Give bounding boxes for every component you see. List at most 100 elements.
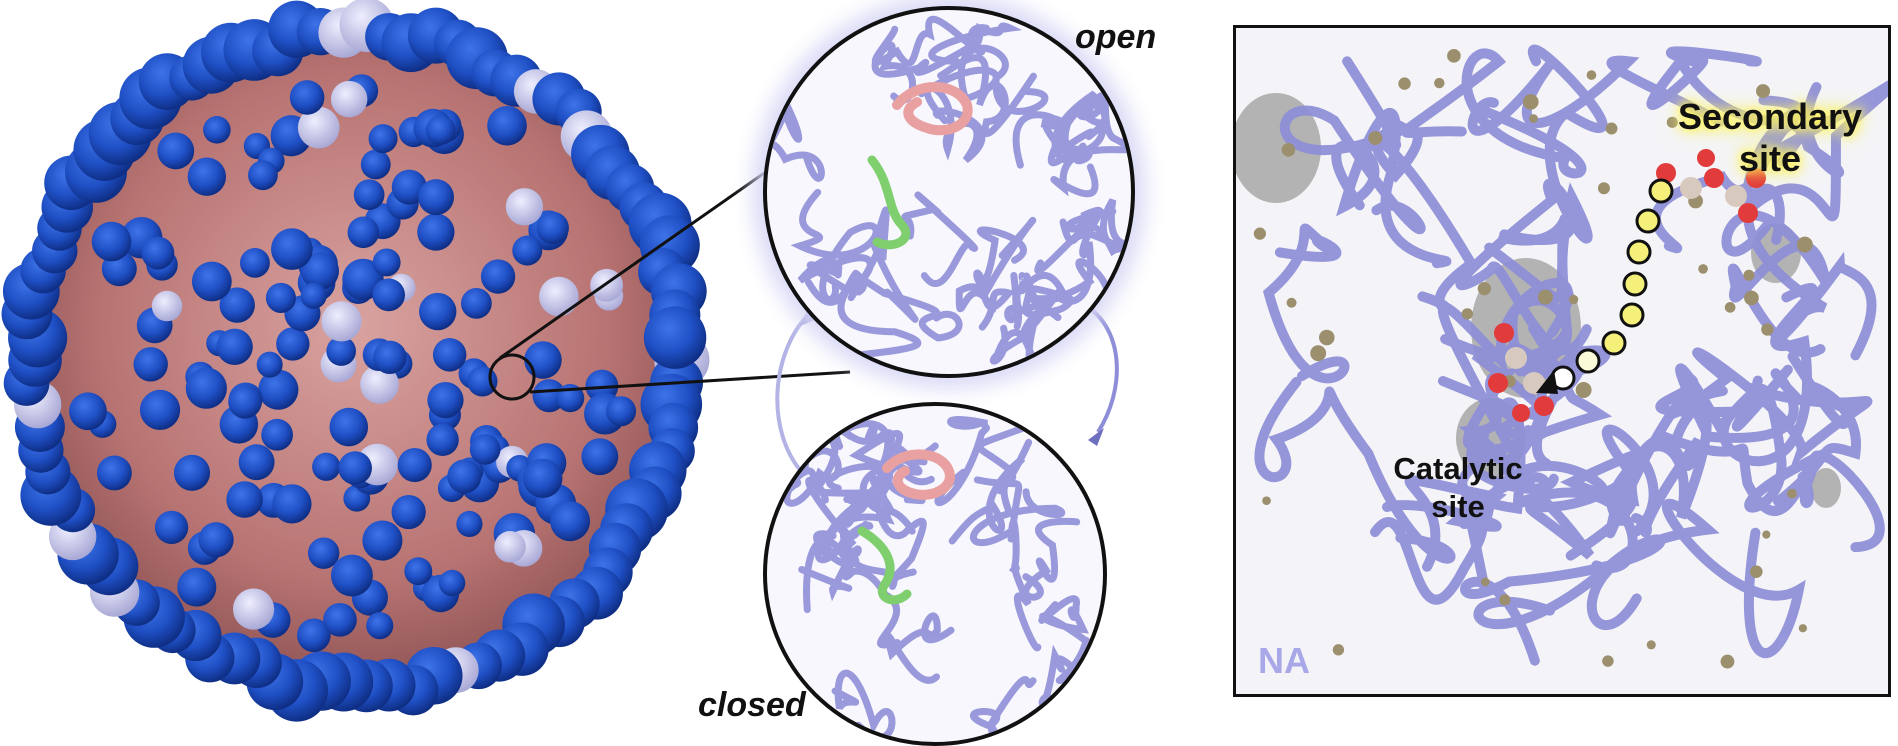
solvent-sphere [1281, 143, 1296, 157]
pathway-arrowhead [1536, 370, 1558, 394]
catalytic-site-label-line1: Catalytic [1393, 451, 1523, 486]
solvent-sphere [1586, 70, 1597, 80]
protein-ribbon-segment [1742, 80, 1888, 222]
protein-ribbon-segment [1675, 363, 1804, 443]
protein-ribbon-segment [948, 438, 1033, 545]
open-pink-loop [892, 82, 973, 136]
open-state-circle [763, 6, 1135, 378]
solvent-sphere [1756, 84, 1771, 99]
solvent-sphere [1529, 114, 1538, 123]
protein-ribbon-segment [1013, 271, 1071, 330]
na-label: NA [1258, 640, 1310, 681]
protein-ribbon-segment [955, 283, 1016, 331]
solvent-sphere [1447, 48, 1461, 63]
solvent-sphere [1568, 294, 1579, 305]
protein-ribbon-segment [1034, 206, 1117, 275]
protein-ribbon-segment [1022, 517, 1081, 601]
solvent-sphere [1720, 654, 1735, 669]
protein-ribbon-segment [831, 669, 896, 741]
protein-ribbon-segment [1038, 595, 1090, 645]
solvent-sphere [1666, 116, 1678, 128]
protein-ribbon-segment [1586, 498, 1806, 659]
solvent-sphere [1461, 308, 1474, 320]
open-label: open [1075, 18, 1157, 56]
protein-ribbon-segment [780, 467, 887, 503]
solvent-sphere [1796, 236, 1813, 253]
virion-image [1, 0, 710, 722]
protein-ribbon-segment [1019, 208, 1105, 338]
protein-ribbon-segment [928, 22, 1023, 65]
solvent-sphere [1646, 640, 1656, 650]
protein-ribbon-segment [1605, 393, 1704, 539]
protein-ribbon-segment [790, 188, 880, 303]
solvent-sphere [1286, 297, 1297, 308]
solvent-sphere [1318, 329, 1335, 346]
solvent-sphere [1332, 644, 1345, 656]
solvent-sphere [1523, 94, 1539, 110]
solvent-sphere [1698, 264, 1708, 274]
open-to-closed-arrow [1083, 303, 1119, 434]
protein-ribbon-segment [934, 416, 990, 507]
protein-ribbon-segment [1051, 88, 1117, 164]
closed-state-circle [763, 402, 1107, 746]
zoom-circle [488, 353, 536, 401]
solvent-sphere [1262, 496, 1271, 506]
protein-ribbon-segment [917, 44, 1049, 115]
solvent-sphere [1744, 290, 1759, 306]
virion-spikes [1, 0, 710, 722]
solvent-sphere [1602, 655, 1614, 667]
protein-ribbon-segment [1455, 178, 1592, 355]
closed-label: closed [698, 686, 806, 724]
protein-ribbon-segment [1038, 636, 1090, 707]
protein-ribbon-segment [973, 216, 1037, 300]
solvent-sphere [1597, 182, 1610, 195]
closed-pink-loop [882, 449, 955, 500]
protein-ribbon-segment [767, 98, 825, 182]
protein-ribbon-segment [1743, 183, 1877, 361]
solvent-sphere [1605, 122, 1618, 135]
solvent-sphere [1798, 624, 1808, 633]
secondary-site-label: Secondary site [1665, 96, 1875, 180]
catalytic-site-label: Catalytic site [1378, 450, 1538, 526]
solvent-sphere [1537, 289, 1553, 305]
closed-state-ribbon [780, 414, 1090, 742]
protein-ribbon-segment [901, 191, 978, 287]
na-detail-panel [1233, 25, 1891, 697]
solvent-sphere [1787, 488, 1797, 499]
secondary-site-label-line1: Secondary [1677, 96, 1863, 137]
closed-to-open-arrow [775, 316, 807, 472]
protein-ribbon-segment [804, 271, 922, 360]
solvent-sphere [1749, 565, 1763, 579]
solvent-sphere [1310, 345, 1327, 362]
protein-ribbon-segment [1460, 534, 1666, 666]
protein-ribbon-segment [1254, 376, 1456, 564]
protein-ribbon-segment [937, 54, 1037, 138]
solvent-sphere [1368, 131, 1383, 146]
protein-ribbon-segment [1382, 472, 1638, 573]
catalytic-site-label-line2: site [1431, 489, 1485, 524]
solvent-sphere [1253, 227, 1266, 240]
solvent-sphere [1398, 77, 1411, 90]
protein-ribbon-segment [1262, 223, 1350, 384]
solvent-sphere [1434, 77, 1445, 89]
solvent-sphere [1724, 302, 1736, 313]
solvent-sphere [1477, 281, 1491, 296]
protein-ribbon-segment [884, 612, 955, 684]
protein-ribbon-segment [969, 676, 1037, 742]
open-state-ribbon [767, 15, 1131, 370]
protein-ribbon-segment [798, 530, 862, 602]
na-detail-render [1236, 28, 1888, 694]
solvent-sphere [1480, 577, 1490, 587]
secondary-site-label-line2: site [1738, 138, 1802, 179]
protein-ribbon-segment [1331, 107, 1452, 269]
solvent-sphere [1761, 323, 1774, 336]
solvent-sphere [1499, 594, 1511, 606]
solvent-sphere [1575, 382, 1592, 398]
protein-ribbon-segment [847, 206, 919, 323]
secondary-site-ligand [1656, 149, 1766, 223]
pathway-beads [1550, 178, 1674, 391]
protein-ribbon-segment [1458, 368, 1518, 476]
closed-green-loop [857, 526, 912, 605]
protein-ribbon-segment [871, 15, 986, 67]
